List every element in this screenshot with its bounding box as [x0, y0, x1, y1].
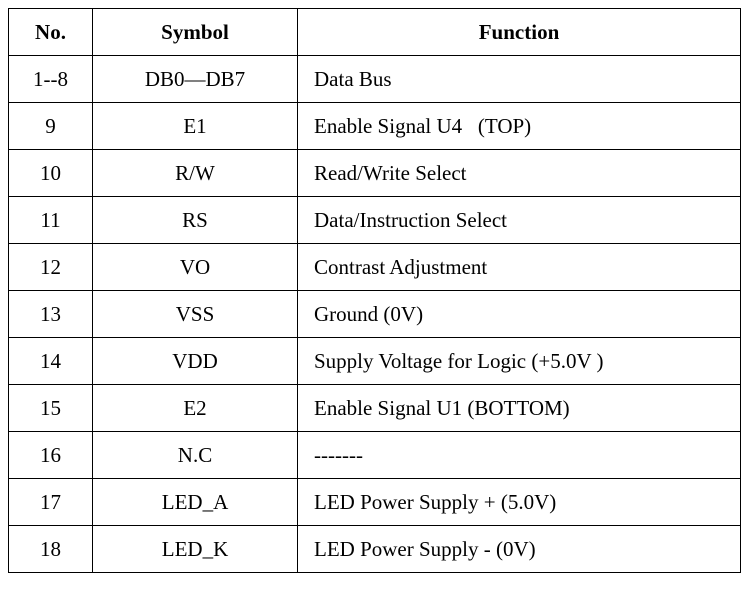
table-row: 12 VO Contrast Adjustment [8, 243, 741, 291]
table-row: 9 E1 Enable Signal U4 (TOP) [8, 102, 741, 150]
pin-function: Data Bus [297, 55, 741, 103]
pin-function: Contrast Adjustment [297, 243, 741, 291]
pin-number: 12 [8, 243, 93, 291]
table-row: 18 LED_K LED Power Supply - (0V) [8, 525, 741, 573]
table-row: 13 VSS Ground (0V) [8, 290, 741, 338]
pin-symbol: DB0—DB7 [92, 55, 298, 103]
table-header: No. Symbol Function [8, 8, 741, 56]
pin-symbol: N.C [92, 431, 298, 479]
pin-symbol: E1 [92, 102, 298, 150]
table-row: 14 VDD Supply Voltage for Logic (+5.0V ) [8, 337, 741, 385]
table-row: 16 N.C ------- [8, 431, 741, 479]
pin-function: Ground (0V) [297, 290, 741, 338]
pin-function: LED Power Supply - (0V) [297, 525, 741, 573]
pin-symbol: LED_A [92, 478, 298, 526]
pin-number: 18 [8, 525, 93, 573]
pin-number: 11 [8, 196, 93, 244]
pin-symbol: RS [92, 196, 298, 244]
pin-number: 17 [8, 478, 93, 526]
pin-symbol: VSS [92, 290, 298, 338]
pin-number: 10 [8, 149, 93, 197]
table-body: 1--8 DB0—DB7 Data Bus 9 E1 Enable Signal… [8, 55, 741, 573]
pin-number: 13 [8, 290, 93, 338]
header-no: No. [8, 8, 93, 56]
pin-function: Enable Signal U4 (TOP) [297, 102, 741, 150]
header-row: No. Symbol Function [8, 8, 741, 56]
pin-symbol: VO [92, 243, 298, 291]
pin-number: 16 [8, 431, 93, 479]
pin-function: Enable Signal U1 (BOTTOM) [297, 384, 741, 432]
table-row: 15 E2 Enable Signal U1 (BOTTOM) [8, 384, 741, 432]
pin-symbol: R/W [92, 149, 298, 197]
header-function: Function [297, 8, 741, 56]
table-row: 1--8 DB0—DB7 Data Bus [8, 55, 741, 103]
table-row: 10 R/W Read/Write Select [8, 149, 741, 197]
table-row: 17 LED_A LED Power Supply + (5.0V) [8, 478, 741, 526]
pin-function: Data/Instruction Select [297, 196, 741, 244]
pin-function: Supply Voltage for Logic (+5.0V ) [297, 337, 741, 385]
table-row: 11 RS Data/Instruction Select [8, 196, 741, 244]
pin-function: LED Power Supply + (5.0V) [297, 478, 741, 526]
pin-symbol: E2 [92, 384, 298, 432]
header-symbol: Symbol [92, 8, 298, 56]
pin-number: 15 [8, 384, 93, 432]
pin-function: Read/Write Select [297, 149, 741, 197]
pin-number: 1--8 [8, 55, 93, 103]
pin-number: 14 [8, 337, 93, 385]
pin-symbol: LED_K [92, 525, 298, 573]
pin-number: 9 [8, 102, 93, 150]
pin-assignment-table: No. Symbol Function 1--8 DB0—DB7 Data Bu… [8, 8, 741, 573]
pin-function: ------- [297, 431, 741, 479]
pin-symbol: VDD [92, 337, 298, 385]
